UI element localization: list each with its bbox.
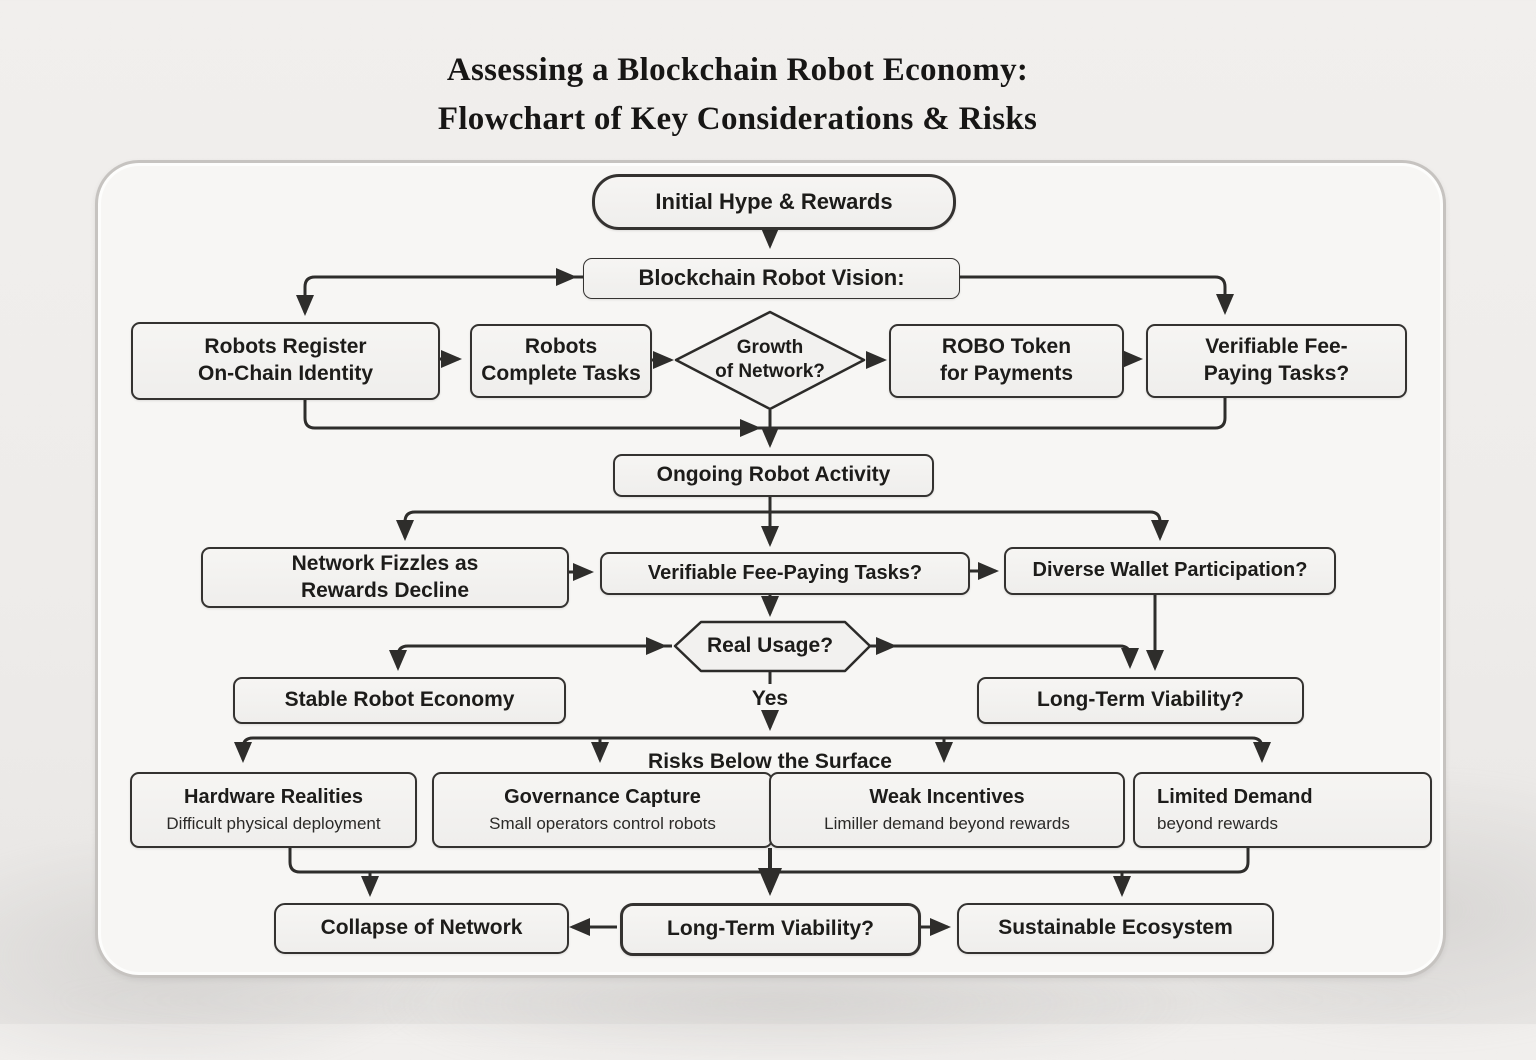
chart-title-line2: Flowchart of Key Considerations & Risks <box>437 101 1038 137</box>
node-robots-complete-label: Robots Complete Tasks <box>481 335 641 385</box>
node-collapse-network: Collapse of Network <box>274 903 569 954</box>
node-collapse-network-label: Collapse of Network <box>320 916 523 940</box>
node-viability-bottom-label: Long-Term Viability? <box>667 917 874 941</box>
node-robots-register-label: Robots Register On-Chain Identity <box>198 335 373 385</box>
node-limited-demand-sub: beyond rewards <box>1157 813 1278 833</box>
chart-title-line1: Assessing a Blockchain Robot Economy: <box>446 52 1029 88</box>
node-weak-incentives-title: Weak Incentives <box>869 786 1025 809</box>
node-blockchain-vision: Blockchain Robot Vision: <box>583 258 960 299</box>
node-governance-capture-title: Governance Capture <box>504 786 701 809</box>
node-robo-token-label: ROBO Token for Payments <box>939 335 1074 385</box>
risks-heading-label: Risks Below the Surface <box>648 749 892 773</box>
node-weak-incentives-sub: Limiller demand beyond rewards <box>824 813 1070 833</box>
node-governance-capture-sub: Small operators control robots <box>489 813 716 833</box>
node-viability-mid-label: Long-Term Viability? <box>1037 688 1244 712</box>
node-stable-economy: Stable Robot Economy <box>233 677 566 724</box>
risks-heading: Risks Below the Surface <box>420 748 1120 776</box>
edge-label-yes: Yes <box>742 686 798 712</box>
node-limited-demand-title: Limited Demand <box>1157 786 1313 809</box>
edge-label-yes-text: Yes <box>751 686 789 710</box>
node-network-fizzles: Network Fizzles as Rewards Decline <box>201 547 569 608</box>
node-verifiable-tasks-top-label: Verifiable Fee- Paying Tasks? <box>1203 335 1350 385</box>
node-ongoing-activity: Ongoing Robot Activity <box>613 454 934 497</box>
node-ongoing-activity-label: Ongoing Robot Activity <box>656 463 891 487</box>
node-robots-complete: Robots Complete Tasks <box>470 324 652 398</box>
node-robots-register: Robots Register On-Chain Identity <box>131 322 440 400</box>
node-hardware-realities: Hardware Realities Difficult physical de… <box>130 772 417 848</box>
node-sustainable-ecosystem-label: Sustainable Ecosystem <box>998 916 1233 940</box>
node-viability-bottom: Long-Term Viability? <box>620 903 921 956</box>
node-hardware-realities-sub: Difficult physical deployment <box>166 813 381 833</box>
node-hardware-realities-title: Hardware Realities <box>184 786 363 809</box>
node-stable-economy-label: Stable Robot Economy <box>284 688 515 712</box>
chart-title: Assessing a Blockchain Robot Economy: Fl… <box>95 46 1380 144</box>
node-limited-demand: Limited Demand beyond rewards <box>1133 772 1432 848</box>
node-robo-token: ROBO Token for Payments <box>889 324 1124 398</box>
node-real-usage: Real Usage? <box>690 632 850 660</box>
node-viability-mid: Long-Term Viability? <box>977 677 1304 724</box>
node-real-usage-label: Real Usage? <box>706 633 834 657</box>
node-growth-of-network: Growth of Network? <box>690 330 850 390</box>
node-initial-hype-label: Initial Hype & Rewards <box>655 188 893 214</box>
node-weak-incentives: Weak Incentives Limiller demand beyond r… <box>769 772 1125 848</box>
node-network-fizzles-label: Network Fizzles as Rewards Decline <box>291 551 479 602</box>
node-governance-capture: Governance Capture Small operators contr… <box>432 772 773 848</box>
flowchart-canvas: Assessing a Blockchain Robot Economy: Fl… <box>0 46 1536 1060</box>
node-diverse-wallet-label: Diverse Wallet Participation? <box>1032 559 1308 582</box>
node-verifiable-tasks-mid-label: Verifiable Fee-Paying Tasks? <box>647 561 923 584</box>
node-verifiable-tasks-mid: Verifiable Fee-Paying Tasks? <box>600 552 970 595</box>
node-verifiable-tasks-top: Verifiable Fee- Paying Tasks? <box>1146 324 1407 398</box>
node-sustainable-ecosystem: Sustainable Ecosystem <box>957 903 1274 954</box>
node-diverse-wallet: Diverse Wallet Participation? <box>1004 547 1336 595</box>
node-initial-hype: Initial Hype & Rewards <box>592 174 956 230</box>
node-blockchain-vision-label: Blockchain Robot Vision: <box>638 265 905 291</box>
node-growth-of-network-label: Growth of Network? <box>715 336 825 382</box>
